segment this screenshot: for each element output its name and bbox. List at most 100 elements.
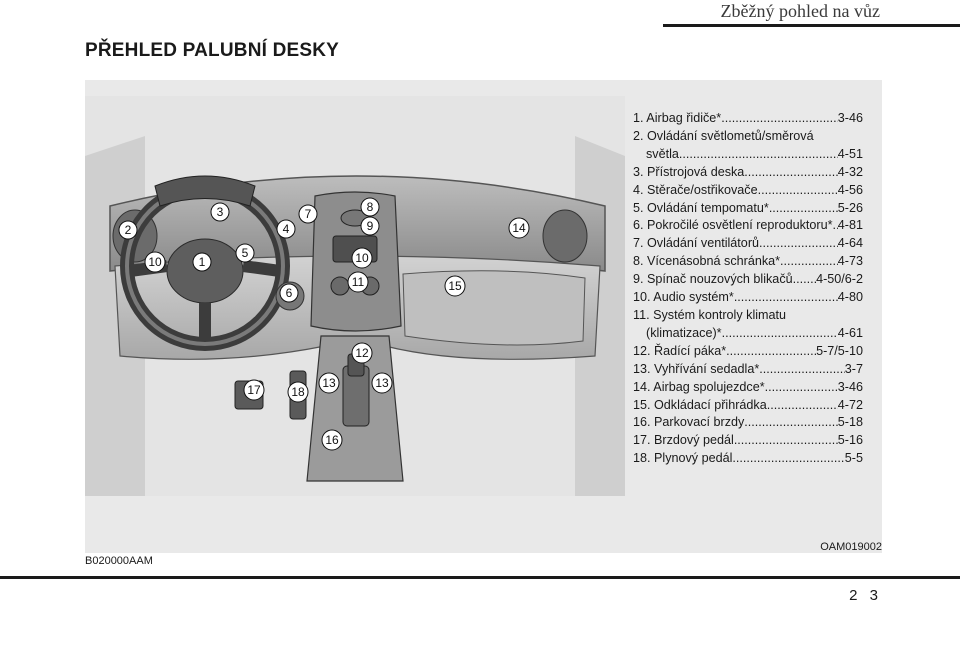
list-item-page: 4-73 — [837, 254, 863, 269]
list-item: 16. Parkovací brzdy 5-18 — [633, 414, 863, 432]
list-item-text: 4. Stěrače/ostřikovače — [633, 182, 758, 197]
dot-leader — [765, 379, 838, 397]
list-item-page: 4-80 — [837, 290, 863, 305]
list-item: (klimatizace)* 4-61 — [633, 325, 863, 343]
list-item: 9. Spínač nouzových blikačů 4-50/6-2 — [633, 271, 863, 289]
dot-leader — [721, 110, 838, 128]
list-item-text: 10. Audio systém* — [633, 290, 734, 305]
list-item: 11. Systém kontroly klimatu — [633, 307, 863, 325]
footer-rule — [0, 576, 960, 579]
list-item-page: 5-7/5-10 — [816, 343, 863, 358]
callout-markers: 1 2 3 4 5 6 7 8 9 10 10 11 12 13 13 14 1… — [118, 197, 530, 451]
callout-5: 5 — [242, 246, 249, 260]
list-item-page: 4-64 — [837, 236, 863, 251]
list-item-page: 4-32 — [837, 164, 863, 179]
callout-1: 1 — [199, 255, 206, 269]
list-item-text: (klimatizace)* — [646, 325, 722, 340]
dot-leader — [734, 289, 838, 307]
section-title: PŘEHLED PALUBNÍ DESKY — [85, 40, 340, 61]
callout-18: 18 — [291, 385, 305, 399]
list-item-text: 16. Parkovací brzdy — [633, 415, 745, 430]
list-item-page: 4-56 — [837, 182, 863, 197]
list-item-text: 18. Plynový pedál — [633, 451, 733, 466]
callout-14: 14 — [512, 221, 526, 235]
dot-leader — [759, 361, 845, 379]
list-item: 17. Brzdový pedál5-16 — [633, 432, 863, 450]
list-item-page: 5-26 — [837, 200, 863, 215]
list-item-text: 14. Airbag spolujezdce* — [633, 379, 765, 394]
list-item-page: 4-81 — [837, 218, 863, 233]
list-item-text: světla — [646, 146, 679, 161]
dot-leader — [767, 397, 838, 415]
dashboard-illustration: 1 2 3 4 5 6 7 8 9 10 10 11 12 13 13 14 1… — [85, 96, 625, 496]
list-item: 8. Vícenásobná schránka* 4-73 — [633, 253, 863, 271]
header-rule — [663, 24, 960, 27]
list-item: 15. Odkládací přihrádka 4-72 — [633, 397, 863, 415]
callout-10-center: 10 — [355, 251, 369, 265]
list-item-page: 5-5 — [844, 451, 863, 466]
list-item-text: 15. Odkládací přihrádka — [633, 397, 767, 412]
list-item: 4. Stěrače/ostřikovače 4-56 — [633, 182, 863, 200]
dot-leader — [744, 164, 837, 182]
callout-11: 11 — [352, 275, 365, 289]
list-item-page: 4-51 — [837, 146, 863, 161]
list-item: 10. Audio systém* 4-80 — [633, 289, 863, 307]
list-item-page: 5-18 — [837, 415, 863, 430]
list-item-page: 3-46 — [837, 111, 863, 125]
list-item-text: 13. Vyhřívání sedadla* — [633, 361, 760, 376]
list-item-text: 8. Vícenásobná schránka* — [633, 254, 781, 269]
list-item-text: 6. Pokročilé osvětlení reproduktoru* — [633, 218, 833, 233]
dot-leader — [744, 414, 837, 432]
callout-9: 9 — [367, 219, 374, 233]
callout-4: 4 — [283, 222, 290, 236]
figure-code-left: B020000AAM — [85, 555, 153, 567]
dot-leader — [722, 325, 838, 343]
dot-leader — [758, 182, 838, 200]
list-item: 5. Ovládání tempomatu* 5-26 — [633, 200, 863, 218]
list-item-page: 4-72 — [837, 397, 863, 412]
dot-leader — [780, 253, 838, 271]
callout-3: 3 — [217, 205, 224, 219]
chapter-title: Zběžný pohled na vůz — [720, 1, 880, 21]
figure-code-right: OAM019002 — [820, 541, 882, 553]
list-item-text: 1. Airbag řidiče* — [633, 111, 722, 125]
callout-13-left: 13 — [322, 376, 336, 390]
list-item-text: 2. Ovládání světlometů/směrová — [633, 128, 814, 143]
dot-leader — [759, 235, 838, 253]
list-item-text: 17. Brzdový pedál — [633, 433, 734, 448]
dot-leader — [734, 432, 838, 450]
callout-15: 15 — [448, 279, 462, 293]
list-item: 3. Přístrojová deska 4-32 — [633, 164, 863, 182]
dot-leader — [793, 271, 816, 289]
dot-leader — [679, 146, 838, 164]
list-item: 18. Plynový pedál 5-5 — [633, 450, 863, 468]
page-number: 2 3 — [849, 587, 882, 604]
callout-16: 16 — [325, 433, 339, 447]
list-item-page: 3-46 — [837, 379, 863, 394]
list-item: 14. Airbag spolujezdce* 3-46 — [633, 379, 863, 397]
callout-10-left: 10 — [148, 255, 162, 269]
list-item: 2. Ovládání světlometů/směrová — [633, 128, 863, 146]
list-item-text: 12. Řadící páka* — [633, 343, 727, 358]
list-item: světla 4-51 — [633, 146, 863, 164]
list-item-text: 3. Přístrojová deska — [633, 164, 745, 179]
list-item-page: 4-61 — [837, 325, 863, 340]
list-item: 12. Řadící páka* 5-7/5-10 — [633, 343, 863, 361]
list-item: 1. Airbag řidiče* 3-46 — [633, 110, 863, 128]
list-item-text: 5. Ovládání tempomatu* — [633, 200, 769, 215]
dot-leader — [732, 450, 844, 468]
component-list: 1. Airbag řidiče* 3-46 2. Ovládání světlom… — [633, 110, 863, 468]
list-item-page: 4-50/6-2 — [816, 272, 863, 287]
dot-leader — [726, 343, 816, 361]
list-item-text: 7. Ovládání ventilátorů — [633, 236, 760, 251]
list-item: 6. Pokročilé osvětlení reproduktoru* 4-81 — [633, 217, 863, 235]
callout-2: 2 — [125, 223, 132, 237]
list-item: 13. Vyhřívání sedadla*3-7 — [633, 361, 863, 379]
callout-6: 6 — [286, 286, 293, 300]
callout-8: 8 — [367, 200, 374, 214]
dot-leader — [769, 200, 838, 218]
list-item: 7. Ovládání ventilátorů 4-64 — [633, 235, 863, 253]
callout-17: 17 — [247, 383, 261, 397]
callout-7: 7 — [305, 207, 312, 221]
list-item-text: 9. Spínač nouzových blikačů — [633, 272, 793, 287]
